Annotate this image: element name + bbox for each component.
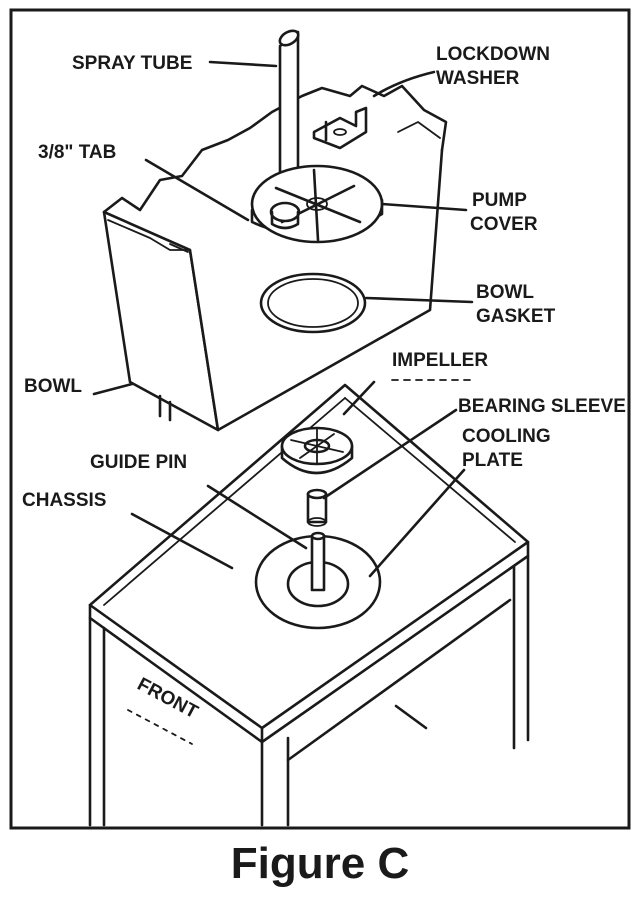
- leader-lines: [92, 60, 477, 745]
- label-cooling-plate-line2: PLATE: [462, 450, 523, 471]
- label-impeller: IMPELLER: [392, 350, 488, 371]
- label-tab: 3/8" TAB: [38, 142, 116, 163]
- label-bowl: BOWL: [24, 376, 82, 397]
- label-lockdown-washer-line2: WASHER: [436, 68, 520, 89]
- impeller-drawing: [280, 426, 354, 475]
- figure-caption: Figure C: [231, 839, 409, 888]
- label-guide-pin: GUIDE PIN: [90, 452, 187, 473]
- label-bowl-gasket-line2: GASKET: [476, 306, 556, 327]
- bearing-sleeve-drawing: [306, 488, 328, 527]
- label-lockdown-washer-line1: LOCKDOWN: [436, 44, 550, 65]
- bowl-drawing: [102, 84, 448, 432]
- label-cooling-plate-line1: COOLING: [462, 426, 551, 447]
- label-spray-tube: SPRAY TUBE: [72, 53, 192, 74]
- pump-cover-drawing: [250, 164, 384, 244]
- label-bowl-gasket-line1: BOWL: [476, 282, 534, 303]
- figure-frame: [9, 8, 631, 830]
- spray-tube-drawing: [278, 29, 300, 178]
- bowl-gasket-drawing: [259, 272, 367, 334]
- label-front: FRONT: [134, 674, 202, 723]
- label-bearing-sleeve: BEARING SLEEVE: [458, 396, 626, 417]
- label-chassis: CHASSIS: [22, 490, 106, 511]
- cooling-plate-drawing: [254, 531, 382, 630]
- label-pump-cover-line1: PUMP: [472, 190, 527, 211]
- lockdown-washer-drawing: [312, 106, 368, 150]
- label-pump-cover-line2: COVER: [470, 214, 538, 235]
